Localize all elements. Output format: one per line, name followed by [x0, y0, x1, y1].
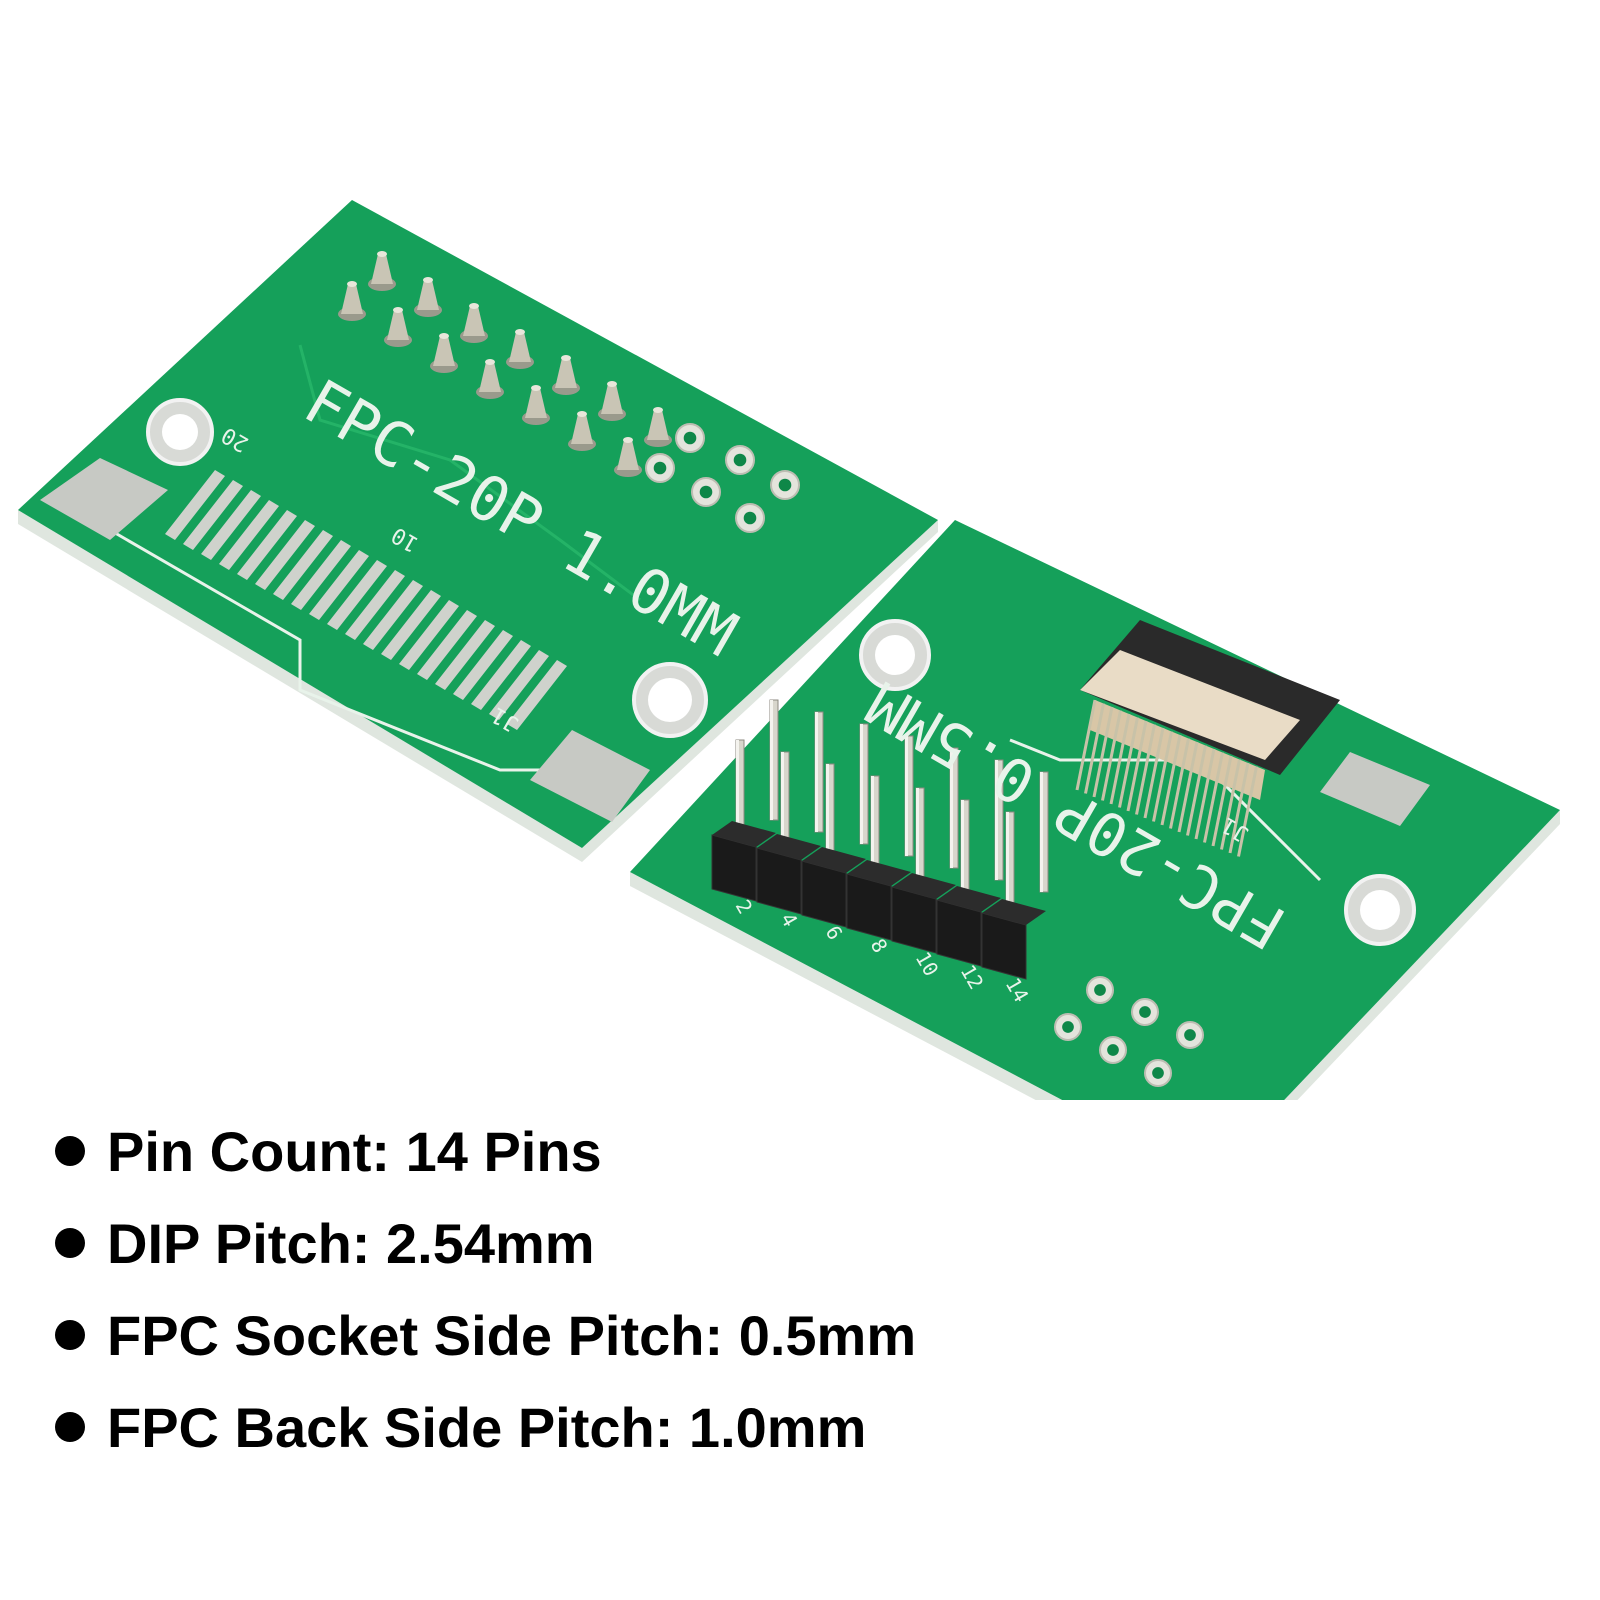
contact-finger [219, 500, 279, 570]
spec-text: FPC Socket Side Pitch: 0.5mm [107, 1303, 917, 1367]
contact-finger [453, 630, 513, 700]
header-pin [960, 799, 970, 901]
contact-finger [327, 560, 387, 630]
gold-pin [614, 437, 642, 477]
header-pin [994, 759, 1004, 881]
through-hole-pads [1054, 976, 1204, 1087]
spec-text: FPC Back Side Pitch: 1.0mm [107, 1395, 867, 1459]
header-pin [915, 787, 925, 889]
connector-lead [1152, 731, 1173, 822]
spec-list: Pin Count: 14 Pins DIP Pitch: 2.54mm FPC… [55, 1105, 1555, 1473]
header-housing [981, 912, 1027, 980]
header-housing [891, 886, 937, 954]
spec-back-pitch: FPC Back Side Pitch: 1.0mm [55, 1381, 1555, 1473]
header-housing [801, 860, 847, 928]
gold-pin [384, 307, 412, 347]
gold-pin [568, 411, 596, 451]
spec-text: Pin Count: 14 Pins [107, 1119, 602, 1183]
connector-lead [1143, 727, 1165, 819]
spec-socket-pitch: FPC Socket Side Pitch: 0.5mm [55, 1289, 1555, 1381]
connector-lead [1075, 699, 1097, 791]
gold-pin [552, 355, 580, 395]
gold-pin [430, 333, 458, 373]
connector-lead [1126, 720, 1148, 812]
pin-header [711, 699, 1049, 980]
connector-lead [1169, 738, 1190, 829]
connector-lead [1118, 717, 1139, 808]
solder-pad [530, 730, 650, 822]
bullet-icon [55, 1320, 85, 1350]
fpc-contact-fingers [165, 470, 567, 730]
header-pin [814, 711, 824, 833]
connector-lead [1203, 752, 1224, 843]
header-pin [949, 747, 959, 869]
contact-finger [237, 510, 297, 580]
header-pin [1005, 811, 1015, 913]
gold-pin [414, 277, 442, 317]
gold-pin [506, 329, 534, 369]
back-side-board: FPC-20P 1.0MM J1 20 10 [18, 200, 938, 862]
connector-lead [1220, 759, 1241, 850]
bullet-icon [55, 1136, 85, 1166]
contact-finger [399, 600, 459, 670]
connector-lead [1194, 748, 1216, 840]
contact-finger [309, 550, 369, 620]
contact-finger [363, 580, 423, 650]
product-photo: FPC-20P 1.0MM J1 20 10 FPC-20P 0.5MM J1 … [18, 200, 1560, 1100]
connector-lead [1177, 741, 1199, 833]
spec-dip-pitch: DIP Pitch: 2.54mm [55, 1197, 1555, 1289]
connector-lead [1228, 762, 1250, 854]
contact-finger [201, 490, 261, 560]
connector-lead [1186, 745, 1207, 836]
spec-text: DIP Pitch: 2.54mm [107, 1211, 595, 1275]
header-pin [859, 723, 869, 845]
contact-finger [291, 540, 351, 610]
contact-finger [507, 660, 567, 730]
connector-lead [1084, 703, 1105, 794]
gold-pin [598, 381, 626, 421]
connector-lead [1160, 734, 1182, 826]
header-pin [1039, 771, 1049, 893]
contact-finger [489, 650, 549, 720]
gold-pin [522, 385, 550, 425]
header-pin [904, 735, 914, 857]
header-pin [870, 775, 880, 877]
gold-pin [476, 359, 504, 399]
spec-pin-count: Pin Count: 14 Pins [55, 1105, 1555, 1197]
contact-finger [255, 520, 315, 590]
header-housing [756, 847, 802, 915]
solder-pad [1320, 752, 1430, 826]
contact-finger [183, 480, 243, 550]
contact-finger [165, 470, 225, 540]
gold-pin [460, 303, 488, 343]
header-pin [769, 699, 779, 821]
bullet-icon [55, 1228, 85, 1258]
contact-finger [417, 610, 477, 680]
header-housing [711, 834, 757, 902]
gold-pin [644, 407, 672, 447]
connector-lead [1109, 713, 1131, 805]
connector-lead [1237, 766, 1258, 857]
connector-lead [1092, 706, 1114, 798]
fpc-connector-leads [1075, 699, 1258, 857]
gold-pin [368, 251, 396, 291]
connector-lead [1211, 755, 1233, 847]
contact-finger [435, 620, 495, 690]
gold-pin [338, 281, 366, 321]
connector-lead [1101, 710, 1122, 801]
header-housing [936, 899, 982, 967]
contact-finger [471, 640, 531, 710]
solder-pad [40, 458, 168, 540]
contact-finger [273, 530, 333, 600]
contact-finger [381, 590, 441, 660]
connector-lead [1135, 724, 1156, 815]
bullet-icon [55, 1412, 85, 1442]
back-side-pins [338, 251, 800, 533]
contact-finger [345, 570, 405, 640]
header-housing [846, 873, 892, 941]
